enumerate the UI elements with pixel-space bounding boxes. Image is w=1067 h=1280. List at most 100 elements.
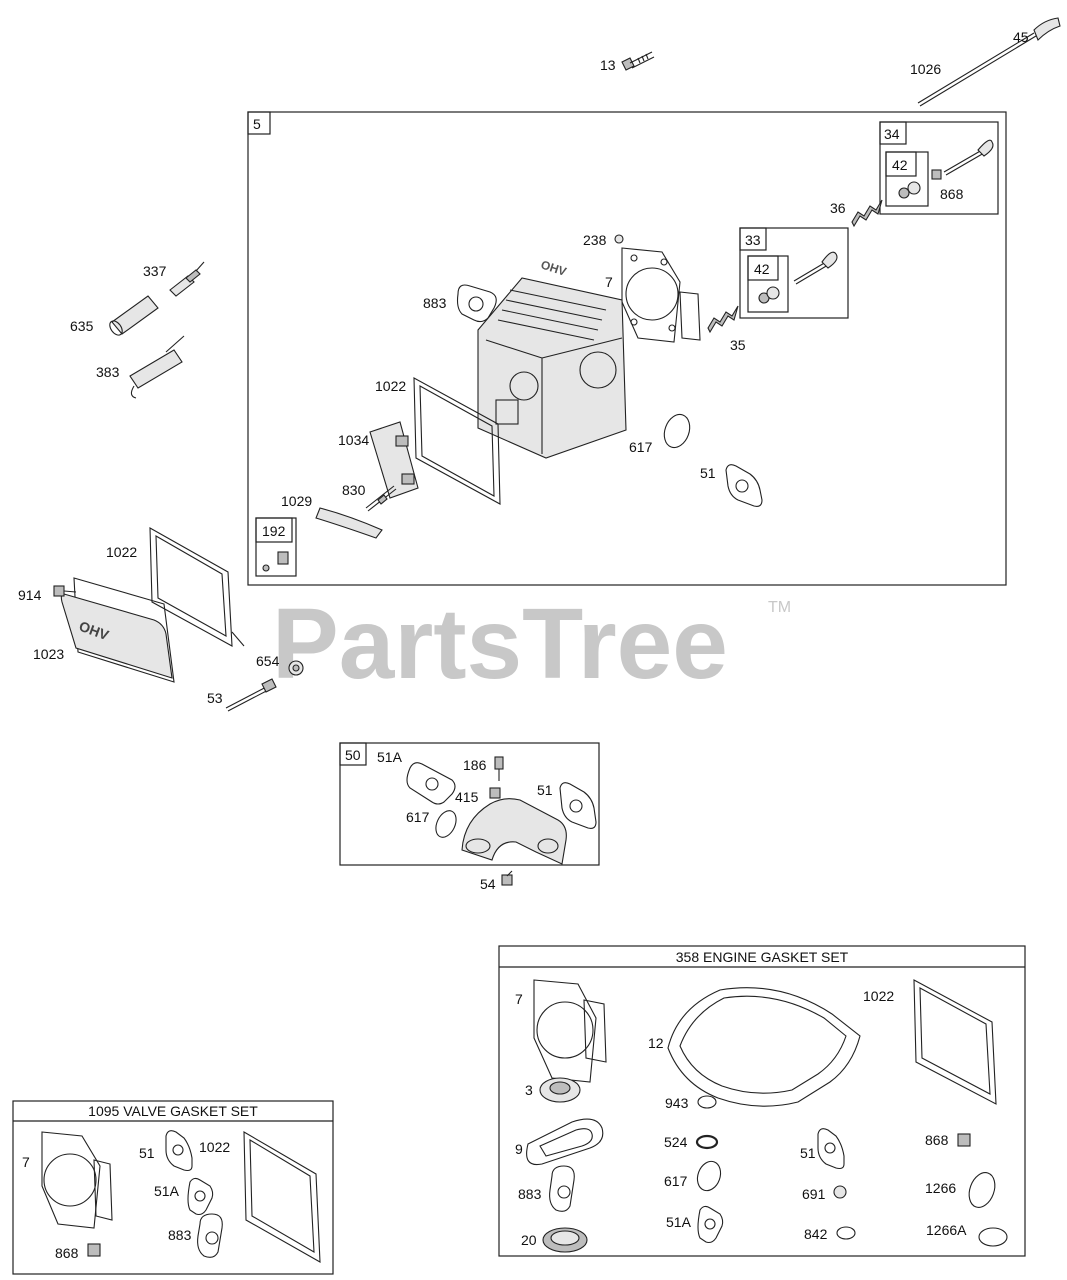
seal-ring-icon[interactable] <box>695 1134 719 1150</box>
callout-1034: 1034 <box>338 432 369 448</box>
e-callout-1266A: 1266A <box>926 1222 967 1238</box>
nut-icon[interactable] <box>288 660 304 676</box>
seal-ring-icon[interactable] <box>697 1095 717 1109</box>
valve-icon[interactable] <box>943 139 994 176</box>
valve-cover-icon[interactable]: OHV <box>60 577 175 683</box>
callout-53: 53 <box>207 690 223 706</box>
e-callout-868: 868 <box>925 1132 949 1148</box>
gasket-icon[interactable] <box>913 979 997 1105</box>
e-callout-20: 20 <box>521 1232 537 1248</box>
box-34-sub-label: 42 <box>892 157 908 173</box>
gasket-icon[interactable] <box>413 377 501 505</box>
callout-186: 186 <box>463 757 487 773</box>
gasket-icon[interactable] <box>725 464 763 507</box>
gasket-icon[interactable] <box>243 1131 321 1263</box>
gasket-icon[interactable] <box>621 247 701 343</box>
box-head-assembly <box>247 111 1007 586</box>
callout-415: 415 <box>455 789 479 805</box>
svg-text:OHV: OHV <box>539 258 568 279</box>
spark-plug-boot-icon[interactable] <box>107 295 159 337</box>
gasket-icon[interactable] <box>187 1177 214 1216</box>
gasket-icon[interactable] <box>165 1130 193 1172</box>
seal-ring-icon[interactable] <box>694 1158 725 1194</box>
bolt-icon[interactable] <box>365 485 397 512</box>
e-callout-524: 524 <box>664 1134 688 1150</box>
gasket-icon[interactable] <box>406 762 456 805</box>
seal-ring-icon[interactable] <box>836 1226 856 1240</box>
spring-icon[interactable] <box>851 199 883 228</box>
gasket-icon[interactable] <box>697 1205 724 1244</box>
callout-13: 13 <box>600 57 616 73</box>
gasket-icon[interactable] <box>149 527 245 647</box>
spark-plug-icon[interactable] <box>169 261 205 297</box>
gasket-icon[interactable] <box>817 1128 845 1170</box>
seal-icon[interactable] <box>87 1243 101 1257</box>
e-callout-943: 943 <box>665 1095 689 1111</box>
push-rod-icon[interactable] <box>917 17 1061 107</box>
e-callout-1266: 1266 <box>925 1180 956 1196</box>
bolt-icon[interactable] <box>53 585 77 597</box>
deflector-icon[interactable] <box>315 507 383 539</box>
gasket-icon[interactable] <box>197 1213 223 1258</box>
e-callout-883: 883 <box>518 1186 542 1202</box>
fitting-icon[interactable] <box>494 756 504 781</box>
seal-ring-icon[interactable] <box>539 1077 581 1103</box>
seal-ring-icon[interactable] <box>978 1227 1008 1247</box>
e-callout-691: 691 <box>802 1186 826 1202</box>
e-callout-9: 9 <box>515 1141 523 1157</box>
e-callout-12: 12 <box>648 1035 664 1051</box>
watermark: PartsTree <box>272 588 728 700</box>
gasket-icon[interactable] <box>559 782 597 829</box>
box-valve-33 <box>739 227 849 319</box>
breather-plate-icon[interactable] <box>369 421 419 499</box>
box-valve-34 <box>879 121 999 215</box>
valve-gasket-set-title: 1095 VALVE GASKET SET <box>88 1103 258 1119</box>
v-callout-1022: 1022 <box>199 1139 230 1155</box>
seal-ring-icon[interactable] <box>833 1185 847 1199</box>
retainer-icon[interactable] <box>766 286 780 300</box>
callout-1023: 1023 <box>33 646 64 662</box>
callout-54: 54 <box>480 876 496 892</box>
seal-ring-icon[interactable] <box>542 1227 588 1253</box>
callout-1022-a: 1022 <box>375 378 406 394</box>
cylinder-head-icon[interactable]: OHV <box>477 258 627 459</box>
gasket-icon[interactable] <box>549 1165 575 1212</box>
seal-ring-icon[interactable] <box>432 808 460 841</box>
e-callout-842: 842 <box>804 1226 828 1242</box>
seal-ring-icon[interactable] <box>965 1169 1000 1211</box>
callout-914: 914 <box>18 587 42 603</box>
watermark-tm: TM <box>768 599 791 616</box>
box-50-label: 50 <box>345 747 361 763</box>
retainer-icon[interactable] <box>907 181 921 195</box>
stop-switch-icon[interactable] <box>129 335 185 399</box>
bolt-icon[interactable] <box>621 51 655 71</box>
seal-icon[interactable] <box>957 1133 971 1147</box>
valve-icon[interactable] <box>793 251 838 285</box>
keeper-icon[interactable] <box>898 187 910 199</box>
seal-icon[interactable] <box>931 169 942 180</box>
box-33-label: 33 <box>745 232 761 248</box>
e-callout-3: 3 <box>525 1082 533 1098</box>
dowel-icon[interactable] <box>614 234 624 244</box>
seal-ring-icon[interactable] <box>660 411 694 451</box>
callout-36: 36 <box>830 200 846 216</box>
bolt-icon[interactable] <box>501 870 513 886</box>
plug-icon[interactable] <box>277 551 289 565</box>
v-callout-51A: 51A <box>154 1183 180 1199</box>
gasket-icon[interactable] <box>533 979 607 1083</box>
gasket-icon[interactable] <box>456 284 497 323</box>
callout-238: 238 <box>583 232 607 248</box>
gasket-icon[interactable] <box>526 1118 604 1166</box>
crankcase-gasket-icon[interactable] <box>667 987 861 1107</box>
intake-manifold-icon[interactable] <box>461 798 567 865</box>
callout-1022-b: 1022 <box>106 544 137 560</box>
bolt-icon[interactable] <box>225 678 277 712</box>
callout-635: 635 <box>70 318 94 334</box>
nipple-icon[interactable] <box>489 787 501 799</box>
callout-51-a: 51 <box>700 465 716 481</box>
gasket-icon[interactable] <box>41 1131 113 1229</box>
box-engine-gasket-set <box>498 945 1026 1257</box>
box-33-sub-label: 42 <box>754 261 770 277</box>
spring-icon[interactable] <box>707 305 739 334</box>
